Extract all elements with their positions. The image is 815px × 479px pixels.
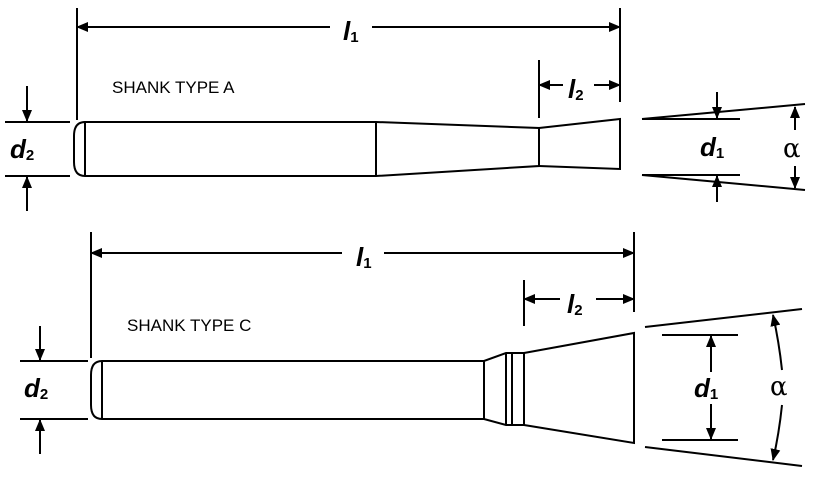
shank-a-l2-label: l2: [568, 74, 584, 104]
shank-c-body: [90, 352, 525, 426]
shank-a-d2-label: d2: [10, 134, 34, 164]
shank-c-alpha-arc-top: [770, 314, 783, 371]
shank-c-l1-label: l1: [356, 242, 372, 272]
shank-c-taper-line-top: [644, 308, 803, 328]
shank-c-d2-label: d2: [24, 373, 48, 403]
shank-a-cutting-head: [538, 117, 621, 171]
shank-a-taper-line-top: [641, 103, 806, 120]
shank-c-cutting-head: [523, 331, 635, 445]
shank-c-caption: SHANK TYPE C: [127, 316, 251, 335]
shank-type-c-group: [20, 232, 803, 467]
shank-a-caption: SHANK TYPE A: [112, 78, 235, 97]
shank-a-body: [73, 121, 540, 177]
shank-a-taper-line-bottom: [641, 174, 806, 191]
shank-c-alpha-arc-bottom: [770, 404, 783, 461]
shank-a-d1-label: d1: [700, 132, 724, 162]
shank-c-l2-label: l2: [567, 289, 583, 319]
shank-c-alpha-label: α: [770, 372, 788, 402]
shank-a-l1-label: l1: [343, 16, 359, 46]
shank-c-d1-label: d1: [694, 373, 718, 403]
shank-a-alpha-label: α: [783, 134, 801, 164]
shank-c-taper-line-bottom: [644, 446, 803, 467]
shank-type-a-group: [5, 8, 806, 211]
